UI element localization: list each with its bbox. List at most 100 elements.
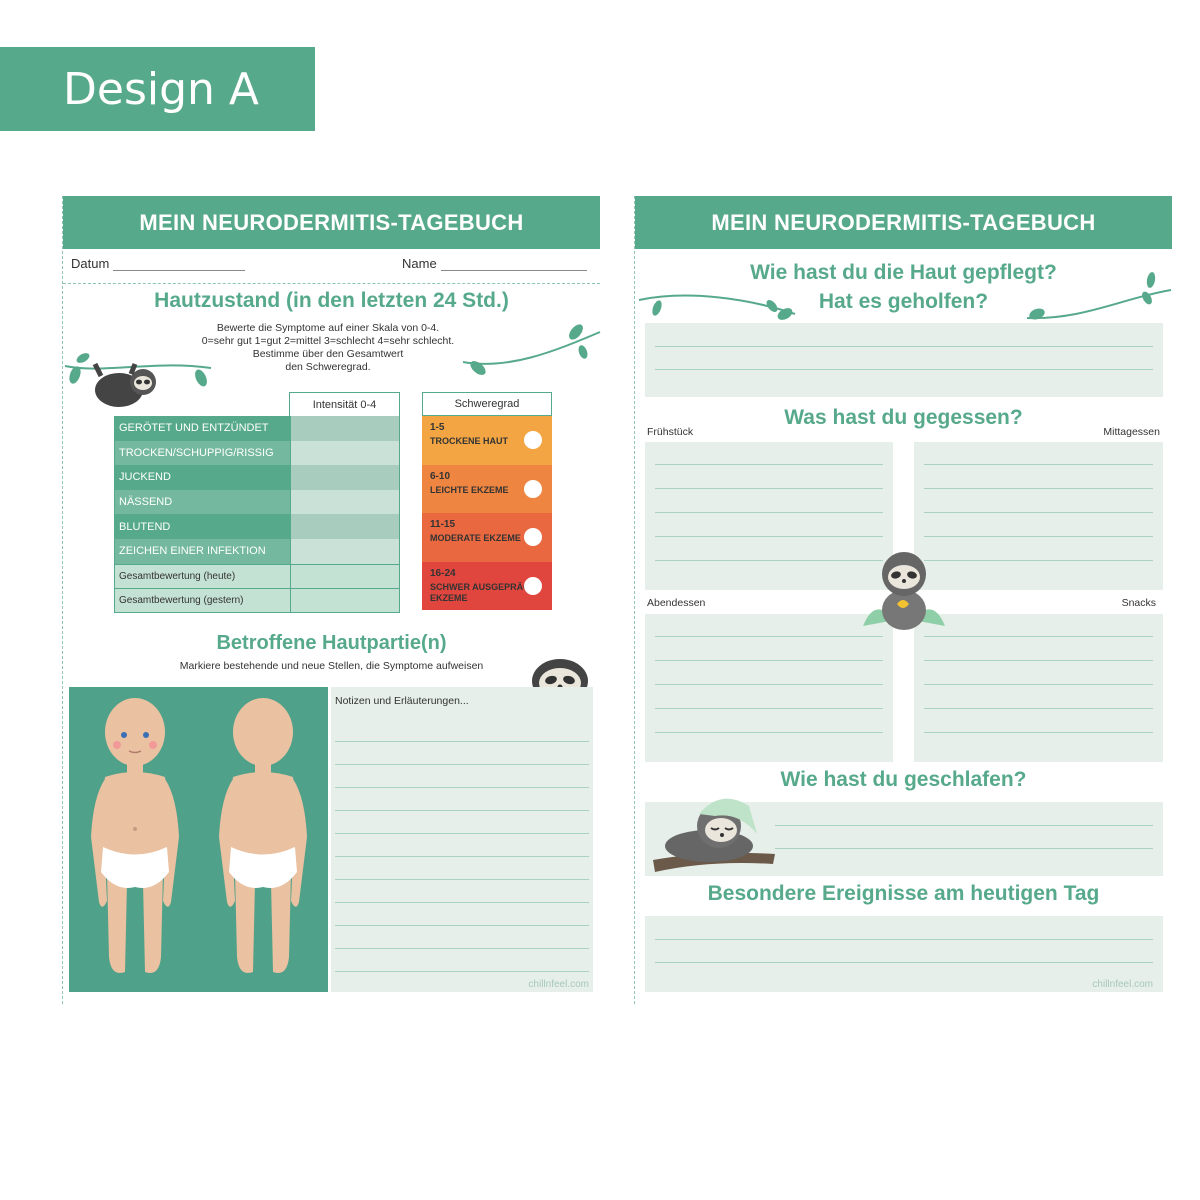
left-page: MEIN NEURODERMITIS-TAGEBUCH Datum Name H… [62, 196, 601, 1004]
notes-panel[interactable]: Notizen und Erläuterungen... chillnfeel.… [331, 687, 593, 992]
symptom-label: ZEICHEN EINER INFEKTION [115, 538, 290, 564]
care-box[interactable] [645, 323, 1163, 397]
events-question: Besondere Ereignisse am heutigen Tag [707, 882, 1100, 905]
instructions: Bewerte die Symptome auf einer Skala von… [178, 322, 478, 374]
note-line [335, 741, 589, 742]
meal-line [924, 536, 1153, 537]
body-diagram[interactable] [69, 687, 328, 992]
brand-label: chillnfeel.com [1092, 979, 1153, 990]
total-cell[interactable] [290, 588, 399, 612]
snacks-label: Snacks [1121, 597, 1156, 609]
meal-line [924, 636, 1153, 637]
right-page-title: MEIN NEURODERMITIS-TAGEBUCH [635, 196, 1172, 249]
symptom-row[interactable]: JUCKEND [114, 465, 400, 490]
care-line [655, 346, 1153, 347]
meal-line [655, 536, 883, 537]
intensity-cell[interactable] [290, 538, 399, 564]
care-question-line: Wie hast du die Haut gepflegt? [750, 261, 1057, 284]
lunch-box[interactable] [914, 442, 1163, 590]
note-line [335, 833, 589, 834]
snacks-box[interactable] [914, 614, 1163, 762]
total-label: Gesamtbewertung (gestern) [115, 588, 290, 612]
severity-cell: 11-15 MODERATE EKZEME [422, 513, 552, 562]
severity-header: Schweregrad [422, 392, 552, 416]
vine-right-icon [1026, 272, 1172, 320]
severity-checkbox[interactable] [524, 528, 542, 546]
symptom-row[interactable]: ZEICHEN EINER INFEKTION [114, 538, 400, 564]
meal-line [655, 464, 883, 465]
meal-line [924, 732, 1153, 733]
date-line [113, 259, 246, 271]
section-skin-title: Hautzustand (in den letzten 24 Std.) [154, 289, 509, 312]
symptom-row[interactable]: GERÖTET UND ENTZÜNDET [114, 416, 400, 441]
notes-title: Notizen und Erläuterungen... [335, 695, 469, 707]
lunch-label: Mittagessen [1103, 426, 1160, 438]
dinner-box[interactable] [645, 614, 893, 762]
symptom-row[interactable]: NÄSSEND [114, 489, 400, 515]
severity-checkbox[interactable] [524, 431, 542, 449]
note-line [335, 948, 589, 949]
left-page-title: MEIN NEURODERMITIS-TAGEBUCH [63, 196, 600, 249]
total-cell[interactable] [290, 563, 399, 589]
meal-line [924, 464, 1153, 465]
breakfast-box[interactable] [645, 442, 893, 590]
severity-cell: 6-10 LEICHTE EKZEME [422, 464, 552, 513]
note-line [335, 787, 589, 788]
intensity-cell[interactable] [290, 489, 399, 515]
severity-checkbox[interactable] [524, 576, 542, 595]
care-question-line: Hat es geholfen? [818, 290, 989, 313]
note-line [335, 902, 589, 903]
vine-left-icon [64, 353, 212, 387]
intensity-cell[interactable] [290, 465, 399, 490]
meal-line [924, 708, 1153, 709]
severity-range: 11-15 [430, 519, 456, 530]
severity-table: Schweregrad 1-5 TROCKENE HAUT 6-10 LEICH… [422, 392, 552, 610]
sleep-question: Wie hast du geschlafen? [780, 768, 1027, 791]
intensity-cell[interactable] [290, 416, 399, 441]
meal-line [655, 560, 883, 561]
care-line [655, 369, 1153, 370]
total-label: Gesamtbewertung (heute) [115, 563, 290, 589]
symptom-row[interactable]: TROCKEN/SCHUPPIG/RISSIG [114, 440, 400, 466]
meal-line [924, 488, 1153, 489]
total-row[interactable]: Gesamtbewertung (heute) [114, 563, 400, 589]
severity-cell: 1-5 TROCKENE HAUT [422, 416, 552, 465]
instruction-line: 0=sehr gut 1=gut 2=mittel 3=schlecht 4=s… [201, 335, 455, 347]
severity-label: MODERATE EKZEME [430, 533, 521, 543]
meal-line [655, 732, 883, 733]
date-field[interactable]: Datum [71, 256, 246, 271]
note-line [335, 810, 589, 811]
meal-line [924, 660, 1153, 661]
meal-line [924, 512, 1153, 513]
meal-line [924, 684, 1153, 685]
meal-line [655, 488, 883, 489]
note-line [335, 856, 589, 857]
severity-checkbox[interactable] [524, 479, 542, 498]
design-label: Design A [0, 47, 315, 131]
symptom-label: BLUTEND [115, 514, 290, 539]
severity-label: SCHWER AUSGEPRÄGTE EKZEME [430, 581, 542, 603]
name-label: Name [402, 256, 437, 271]
dinner-label: Abendessen [647, 597, 706, 609]
intensity-cell[interactable] [290, 440, 399, 466]
events-line [655, 939, 1153, 940]
instruction-line: Bestimme über den Gesamtwert [252, 348, 404, 360]
sleeping-sloth-icon [653, 798, 775, 872]
symptom-label: NÄSSEND [115, 489, 290, 515]
total-row[interactable]: Gesamtbewertung (gestern) [114, 588, 400, 613]
symptom-label: JUCKEND [115, 465, 290, 490]
severity-range: 6-10 [430, 470, 451, 482]
note-line [335, 925, 589, 926]
note-line [335, 971, 589, 972]
name-field[interactable]: Name [402, 256, 587, 271]
right-page: MEIN NEURODERMITIS-TAGEBUCH Wie hast du … [634, 196, 1172, 1004]
intensity-cell[interactable] [290, 514, 399, 539]
symptom-row[interactable]: BLUTEND [114, 514, 400, 539]
sitting-sloth-icon [863, 552, 945, 630]
mark-note: Markiere bestehende und neue Stellen, di… [179, 660, 484, 672]
severity-cell: 16-24 SCHWER AUSGEPRÄGTE EKZEME [422, 561, 552, 610]
events-box[interactable]: chillnfeel.com [645, 916, 1163, 992]
vine-left-icon [638, 294, 796, 320]
severity-label: TROCKENE HAUT [430, 436, 508, 446]
meal-line [655, 708, 883, 709]
